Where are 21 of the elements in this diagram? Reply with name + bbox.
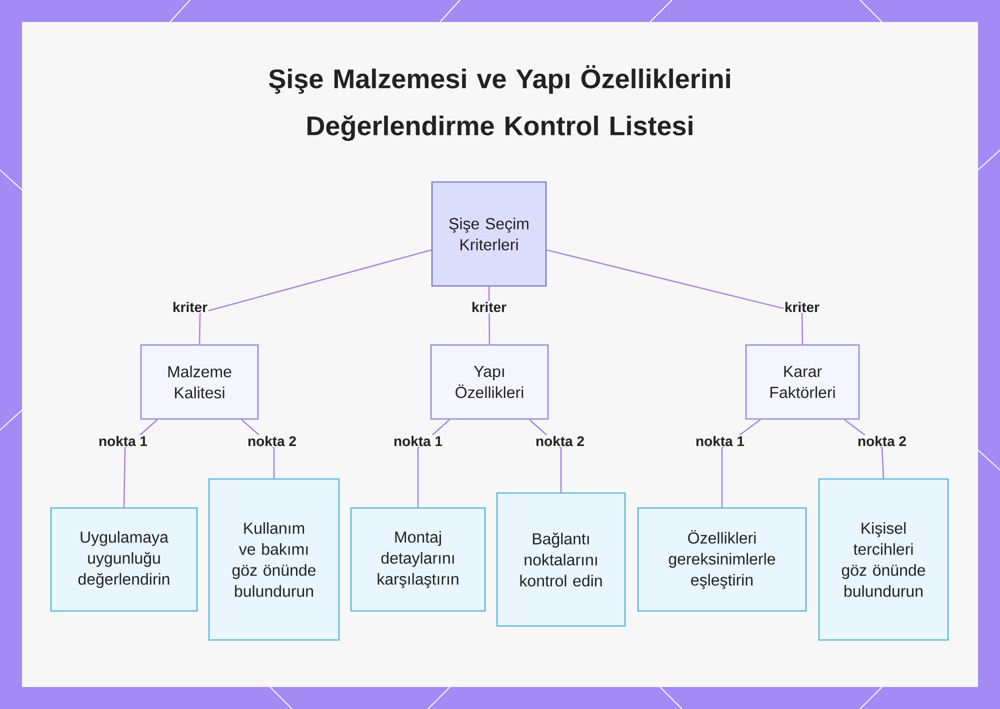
- category-box: Yapı Özellikleri: [430, 344, 549, 420]
- edge-label: nokta 1: [392, 434, 444, 448]
- edge-label: nokta 2: [856, 434, 908, 448]
- connector-line: [198, 249, 432, 344]
- edge-label: nokta 2: [534, 434, 586, 448]
- title: Şişe Malzemesi ve Yapı Özelliklerini Değerlendirme Kontrol Listesi: [268, 65, 730, 141]
- checklist-box: Montaj detaylarını karşılaştırın: [350, 507, 486, 612]
- checklist-box: Kişisel tercihleri göz önünde bulundurun: [818, 478, 949, 641]
- edge-label: nokta 1: [98, 434, 148, 448]
- edge-label: kriter: [784, 300, 821, 314]
- edge-label: nokta 1: [694, 434, 746, 448]
- edge-label: kriter: [470, 300, 508, 314]
- checklist-box: Bağlantı noktalarını kontrol edin: [496, 492, 626, 627]
- root-box: Şişe Seçim Kriterleri: [431, 181, 547, 287]
- checklist-box: Kullanım ve bakımı göz önünde bulundurun: [208, 478, 340, 641]
- category-box: Karar Faktörleri: [745, 344, 860, 420]
- category-box: Malzeme Kalitesi: [140, 344, 259, 420]
- checklist-box: Uygulamaya uygunluğu değerlendirin: [50, 507, 198, 612]
- edge-label: nokta 2: [246, 434, 298, 448]
- checklist-box: Özellikleri gereksinimlerle eşleştirin: [637, 507, 807, 612]
- connector-line: [546, 249, 804, 344]
